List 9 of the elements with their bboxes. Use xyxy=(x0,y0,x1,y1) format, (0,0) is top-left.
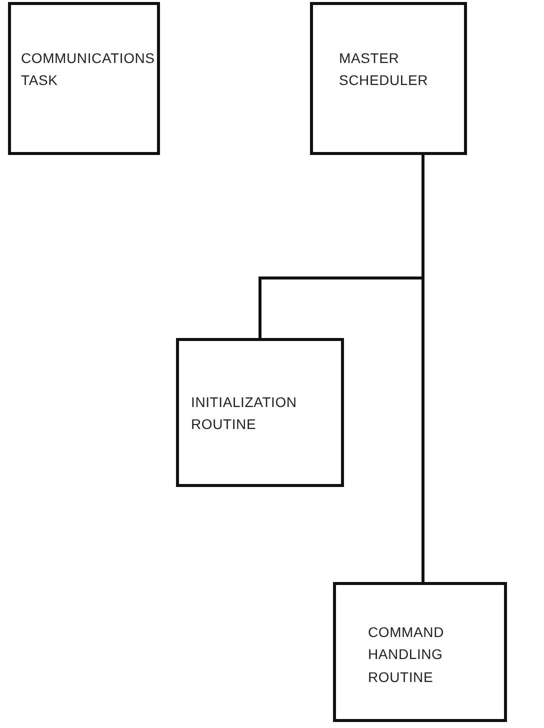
process-box xyxy=(333,582,507,722)
box-label: INITIALIZATION ROUTINE xyxy=(191,393,298,434)
box-label: COMMUNICATIONS TASK xyxy=(21,49,156,90)
process-box xyxy=(176,338,344,487)
process-box xyxy=(8,2,160,155)
connector-line xyxy=(422,155,424,582)
box-label: MASTER SCHEDULER xyxy=(339,49,430,90)
process-box xyxy=(310,2,467,155)
box-label: COMMAND HANDLING ROUTINE xyxy=(368,623,445,687)
